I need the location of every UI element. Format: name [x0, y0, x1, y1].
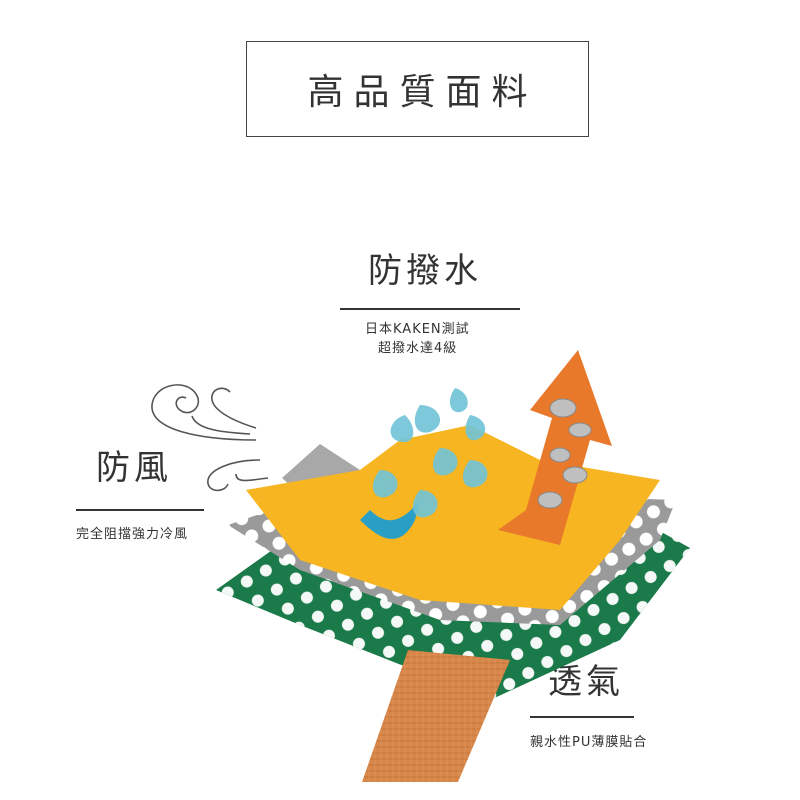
windproof-heading: 防風: [96, 448, 172, 488]
air-bubble-icons: [537, 398, 592, 509]
windproof-desc: 完全阻擋強力冷風: [76, 527, 189, 542]
fabric-strip: [362, 650, 510, 782]
windproof-rule: [76, 509, 204, 511]
page-title: 高品質面料: [307, 72, 538, 113]
water-repellent-line2: 超撥水達4級: [378, 341, 458, 356]
breathable-rule: [530, 716, 634, 718]
wind-swirl-icon: [151, 384, 269, 492]
title-box: 高品質面料: [246, 41, 589, 137]
breathable-desc: 親水性PU薄膜貼合: [530, 735, 648, 750]
breathable-heading: 透氣: [548, 662, 624, 702]
water-repellent-heading: 防撥水: [368, 251, 482, 291]
water-drop-icons: [372, 388, 488, 518]
breathing-arrow: [498, 350, 612, 545]
water-repellent-line1: 日本KAKEN測試: [365, 322, 470, 337]
water-repellent-rule: [340, 308, 520, 310]
